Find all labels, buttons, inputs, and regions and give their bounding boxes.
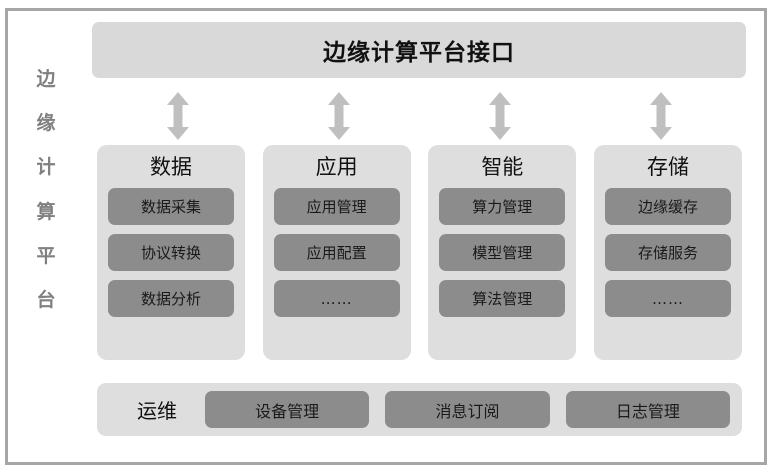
chip-stack-intelligence: 算力管理 模型管理 算法管理 (439, 188, 566, 318)
chip-storage-1[interactable]: 存储服务 (604, 234, 731, 272)
vertical-label-char-2: 计 (36, 156, 56, 179)
connector-cell-data (97, 90, 258, 142)
double-arrow-vertical-icon (489, 92, 512, 140)
chip-data-1[interactable]: 协议转换 (108, 234, 234, 272)
column-title-data: 数据 (150, 155, 192, 179)
column-title-storage: 存储 (646, 155, 689, 179)
chip-application-1[interactable]: 应用配置 (273, 234, 400, 272)
ops-chip-0[interactable]: 设备管理 (205, 391, 370, 428)
column-panel-intelligence: 智能 算力管理 模型管理 算法管理 (428, 145, 577, 360)
connector-arrow-row (97, 90, 742, 142)
platform-interface-banner: 边缘计算平台接口 (92, 22, 746, 78)
column-panel-application: 应用 应用管理 应用配置 …… (262, 145, 411, 360)
connector-cell-intelligence (420, 90, 581, 142)
chip-stack-data: 数据采集 协议转换 数据分析 (108, 188, 234, 318)
double-arrow-vertical-icon (166, 92, 189, 140)
column-panel-data: 数据 数据采集 协议转换 数据分析 (97, 145, 245, 360)
vertical-label-char-3: 算 (36, 200, 56, 223)
ops-chip-2[interactable]: 日志管理 (565, 391, 730, 428)
vertical-label-char-0: 边 (36, 68, 56, 90)
vertical-label-char-5: 台 (36, 288, 56, 311)
operations-chip-row: 设备管理 消息订阅 日志管理 (205, 391, 730, 428)
ops-chip-1[interactable]: 消息订阅 (385, 391, 550, 428)
platform-vertical-label: 边 缘 计 算 平 台 (18, 70, 74, 310)
platform-interface-title: 边缘计算平台接口 (323, 40, 515, 66)
chip-intelligence-0[interactable]: 算力管理 (439, 188, 566, 226)
chip-data-0[interactable]: 数据采集 (108, 188, 234, 226)
column-title-intelligence: 智能 (481, 155, 524, 179)
vertical-label-char-4: 平 (36, 244, 56, 267)
chip-application-2[interactable]: …… (273, 280, 400, 318)
capability-columns-row: 数据 数据采集 协议转换 数据分析 应用 应用管理 应用配置 …… 智能 算力管… (97, 145, 742, 360)
connector-cell-storage (581, 90, 742, 142)
double-arrow-vertical-icon (650, 92, 673, 140)
operations-panel: 运维 设备管理 消息订阅 日志管理 (97, 383, 742, 436)
chip-intelligence-2[interactable]: 算法管理 (439, 280, 566, 318)
operations-title: 运维 (137, 399, 177, 423)
chip-stack-application: 应用管理 应用配置 …… (273, 188, 400, 318)
chip-storage-2[interactable]: …… (604, 280, 731, 318)
vertical-label-char-1: 缘 (36, 112, 56, 135)
connector-cell-application (258, 90, 419, 142)
chip-data-2[interactable]: 数据分析 (108, 280, 234, 318)
chip-stack-storage: 边缘缓存 存储服务 …… (604, 188, 731, 318)
double-arrow-vertical-icon (327, 92, 350, 140)
chip-intelligence-1[interactable]: 模型管理 (439, 234, 566, 272)
column-panel-storage: 存储 边缘缓存 存储服务 …… (593, 145, 742, 360)
chip-storage-0[interactable]: 边缘缓存 (604, 188, 731, 226)
column-title-application: 应用 (315, 155, 358, 179)
chip-application-0[interactable]: 应用管理 (273, 188, 400, 226)
